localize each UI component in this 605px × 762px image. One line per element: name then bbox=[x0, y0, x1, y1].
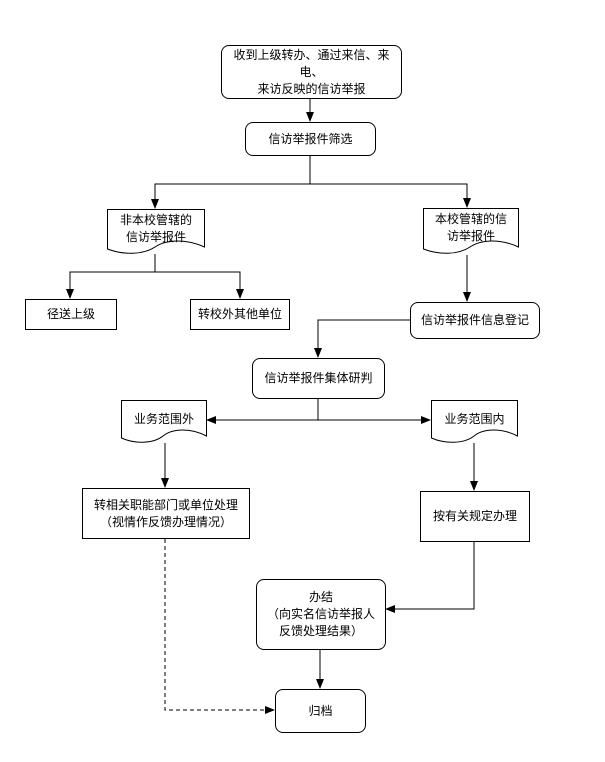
node-screen: 信访举报件筛选 bbox=[245, 122, 376, 156]
node-complete-label: 办结 （向实名信访举报人 反馈处理结果） bbox=[266, 590, 375, 638]
doc-non-school: 非本校管辖的 信访举报件 bbox=[107, 209, 205, 255]
edge-handle-to-complete bbox=[385, 542, 475, 613]
node-forward-superior: 径送上级 bbox=[25, 299, 117, 330]
node-complete: 办结 （向实名信访举报人 反馈处理结果） bbox=[256, 579, 386, 650]
node-forward-other: 转校外其他单位 bbox=[190, 299, 290, 330]
node-study: 信访举报件集体研判 bbox=[252, 358, 385, 399]
node-transfer: 转相关职能部门或单位处理 （视情作反馈办理情况） bbox=[82, 488, 250, 539]
node-handle: 按有关规定办理 bbox=[420, 491, 530, 542]
doc-out-scope-label: 业务范围外 bbox=[133, 412, 194, 426]
node-screen-label: 信访举报件筛选 bbox=[268, 131, 353, 146]
doc-school-shape bbox=[423, 208, 519, 254]
doc-out-scope: 业务范围外 bbox=[121, 400, 207, 444]
edge-screen-to-school bbox=[310, 183, 471, 208]
node-handle-label: 按有关规定办理 bbox=[432, 509, 517, 523]
edge-register-to-study bbox=[314, 319, 410, 358]
node-source: 收到上级转办、通过来信、来电、 来访反映的信访举报 bbox=[221, 45, 402, 99]
node-register-label: 信访举报件信息登记 bbox=[420, 313, 529, 327]
node-transfer-label: 转相关职能部门或单位处理 （视情作反馈办理情况） bbox=[93, 497, 238, 529]
doc-school-label: 本校管辖的信 访举报件 bbox=[434, 212, 507, 243]
doc-non-school-shape bbox=[107, 209, 205, 254]
doc-in-scope-shape bbox=[431, 400, 518, 443]
edge-transfer-to-archive-dashed bbox=[164, 539, 275, 714]
edge-screen-split bbox=[151, 156, 311, 209]
doc-school: 本校管辖的信 访举报件 bbox=[423, 208, 519, 255]
node-source-label: 收到上级转办、通过来信、来电、 来访反映的信访举报 bbox=[233, 47, 390, 96]
doc-in-scope-label: 业务范围内 bbox=[444, 412, 505, 426]
node-archive-label: 归档 bbox=[308, 703, 333, 718]
doc-out-scope-shape bbox=[121, 400, 207, 443]
node-forward-superior-label: 径送上级 bbox=[46, 307, 95, 321]
node-forward-other-label: 转校外其他单位 bbox=[197, 307, 282, 321]
edge-nonschool-to-other bbox=[155, 271, 244, 299]
node-register: 信访举报件信息登记 bbox=[410, 302, 540, 339]
node-study-label: 信访举报件集体研判 bbox=[264, 371, 373, 385]
edge-nonschool-split bbox=[66, 254, 156, 299]
doc-in-scope: 业务范围内 bbox=[431, 400, 518, 444]
node-archive: 归档 bbox=[275, 689, 366, 733]
doc-non-school-label: 非本校管辖的 信访举报件 bbox=[119, 213, 192, 244]
